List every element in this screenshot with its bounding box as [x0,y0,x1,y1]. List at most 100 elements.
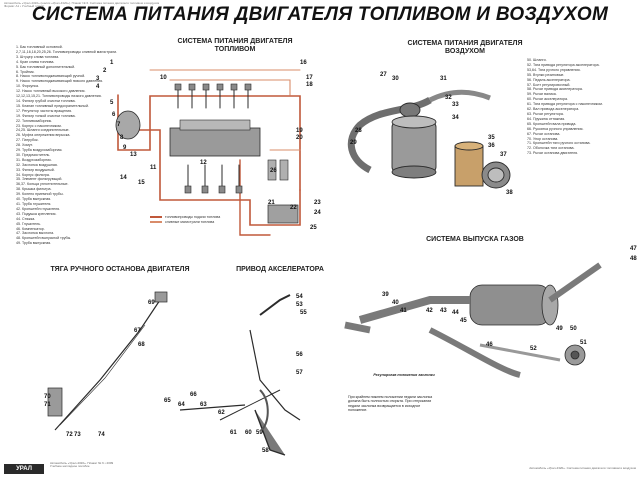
accel-section-title: ПРИВОД АКСЕЛЕРАТОРА [236,266,324,273]
air-legend-item: 71. Кронштейн тяги ручного останова. [527,141,591,146]
callout-label: 65 [164,398,171,404]
fuel-legend-item: 24,25. Шланги соединительные. [16,128,70,133]
fuel-line-legend: топливопроводы подачи топлива сливные ма… [150,215,260,225]
air-section-title: СИСТЕМА ПИТАНИЯ ДВИГАТЕЛЯ ВОЗДУХОМ [390,40,540,56]
callout-label: 35 [488,135,495,141]
fuel-legend-item: 26. Муфта опережения впрыска. [16,133,71,138]
fuel-legend-item: 49. Труба выпускная. [16,241,52,246]
air-legend-item: 56. Педаль акселератора. [527,77,571,82]
callout-label: 67 [134,328,141,334]
callout-label: 54 [296,294,303,300]
poster-title: СИСТЕМА ПИТАНИЯ ДВИГАТЕЛЯ ТОПЛИВОМ И ВОЗ… [31,4,609,25]
callout-label: 48 [630,256,637,262]
callout-label: 28 [355,128,362,134]
callout-label: 6 [112,112,116,118]
callout-label: 19 [296,128,303,134]
callout-label: 27 [380,72,387,78]
brand-logo: УРАЛ [4,464,44,474]
callout-label: 69 [148,300,155,306]
fuel-legend-item: 45. Глушитель. [16,221,41,226]
footer-left-line2: Учебное наглядное пособие [50,464,90,469]
callout-label: 9 [123,145,127,151]
callout-label: 60 [245,430,252,436]
fuel-legend-item: 43. Подушка крепления. [16,211,57,216]
header-meta-line1: Автомобиль «Урал-4320» (шасси «Урал-4320… [4,1,160,5]
fuel-legend-item: 41. Труба глушителя. [16,202,52,206]
callout-label: 14 [120,175,127,181]
callout-label: 1 [110,60,114,66]
air-system-drawing [347,89,511,189]
callout-label: 20 [296,135,303,141]
callout-label: 29 [350,140,357,146]
fuel-legend-item: 40. Труба выпускная. [16,197,52,202]
fuel-legend-item: 44. Стяжка. [16,216,36,221]
callout-label: 25 [310,225,317,231]
footer-left-line1: Автомобиль «Урал-4320». Плакат № 6 • 200… [50,461,114,465]
fuel-title-line2: ТОПЛИВОМ [214,46,256,53]
callout-label: 39 [382,292,389,298]
callout-label: 32 [445,95,452,101]
fuel-line-supply-label: топливопроводы подачи топлива [165,215,221,219]
callout-label: 61 [230,430,237,436]
callout-label: 53 [296,302,303,308]
header-meta-line2: Формат А1 • Учебный плакат [4,4,45,9]
fuel-legend-item: 32. Заслонка воздушная. [16,162,58,167]
callout-label: 8 [120,135,124,141]
callout-label: 16 [300,60,307,66]
stop-cable-drawing [47,291,168,431]
fuel-legend-item: 35. Элемент фильтрующий. [16,177,63,182]
callout-label: 55 [300,310,307,316]
callout-label: 68 [138,342,145,348]
callout-label: 50 [570,326,577,332]
air-legend: 50. Шланги.52. Тяга привода регулятора а… [527,58,637,156]
callout-label: 66 [190,392,197,398]
callout-label: 52 [530,346,537,352]
fuel-legend-item: 34. Корпус фильтра. [16,172,50,177]
fuel-legend-item: 38. Крышка фильтра. [16,187,52,192]
accelerator-drawing [179,294,301,456]
callout-label: 17 [306,75,313,81]
callout-label: 34 [452,115,459,121]
callout-label: 72 [66,432,73,438]
callout-label: 11 [150,165,157,171]
callout-label: 45 [460,318,467,324]
callout-label: 57 [296,370,303,376]
footer-left: Автомобиль «Урал-4320». Плакат № 6 • 200… [50,461,250,469]
callout-label: 24 [314,210,321,216]
air-legend-item: 64. Пружина оттяжная. [527,116,566,121]
air-legend-item: 50. Шланги. [527,58,547,62]
callout-label: 51 [580,340,587,346]
callout-label: 18 [306,82,313,88]
air-legend-item: 66. Рукоятка ручного управления. [527,126,584,131]
air-legend-item: 62. Вал привода акселератора. [527,107,580,112]
callout-label: 4 [96,84,100,90]
callout-label: 43 [440,308,447,314]
fuel-legend-item: 1. Бак топливный основной. [16,45,63,49]
fuel-legend-item: 48. Кронштейн выпускной трубы. [16,236,72,241]
fuel-line-legend-return: сливные магистрали топлива [150,220,260,225]
air-legend-item: 73. Рычаг останова двигателя. [527,151,579,156]
air-legend-item: 55. Втулки резиновые. [527,72,565,77]
callout-label: 40 [392,300,399,306]
air-legend-item: 72. Оболочка тяги останова. [527,146,575,151]
fuel-legend-item: 27. Патрубок. [16,138,39,143]
air-legend-item: 70. Упор останова. [527,136,559,141]
callout-label: 13 [130,152,137,158]
air-legend-item: 57. Болт регулировочный. [527,82,571,87]
callout-label: 38 [506,190,513,196]
fuel-legend-item: 5. Бак топливный дополнительный. [16,64,76,69]
callout-label: 42 [426,308,433,314]
callout-label: 59 [256,430,263,436]
callout-label: 63 [200,402,207,408]
air-legend-item: 65. Кронштейн вала привода. [527,121,577,126]
fuel-section-title: СИСТЕМА ПИТАНИЯ ДВИГАТЕЛЯ ТОПЛИВОМ [150,38,320,54]
callout-label: 3 [96,76,100,82]
callout-label: 10 [160,75,167,81]
callout-label: 44 [452,310,459,316]
exhaust-section-title: СИСТЕМА ВЫПУСКА ГАЗОВ [426,236,524,243]
fuel-legend-item: 19. Фильтр тонкой очистки топлива. [16,113,76,118]
fuel-system-drawing [115,69,301,236]
callout-label: 70 [44,394,51,400]
header-meta: Автомобиль «Урал-4320» (шасси «Урал-4320… [4,1,304,9]
fuel-legend-item: 42. Кронштейн глушителя. [16,206,61,211]
